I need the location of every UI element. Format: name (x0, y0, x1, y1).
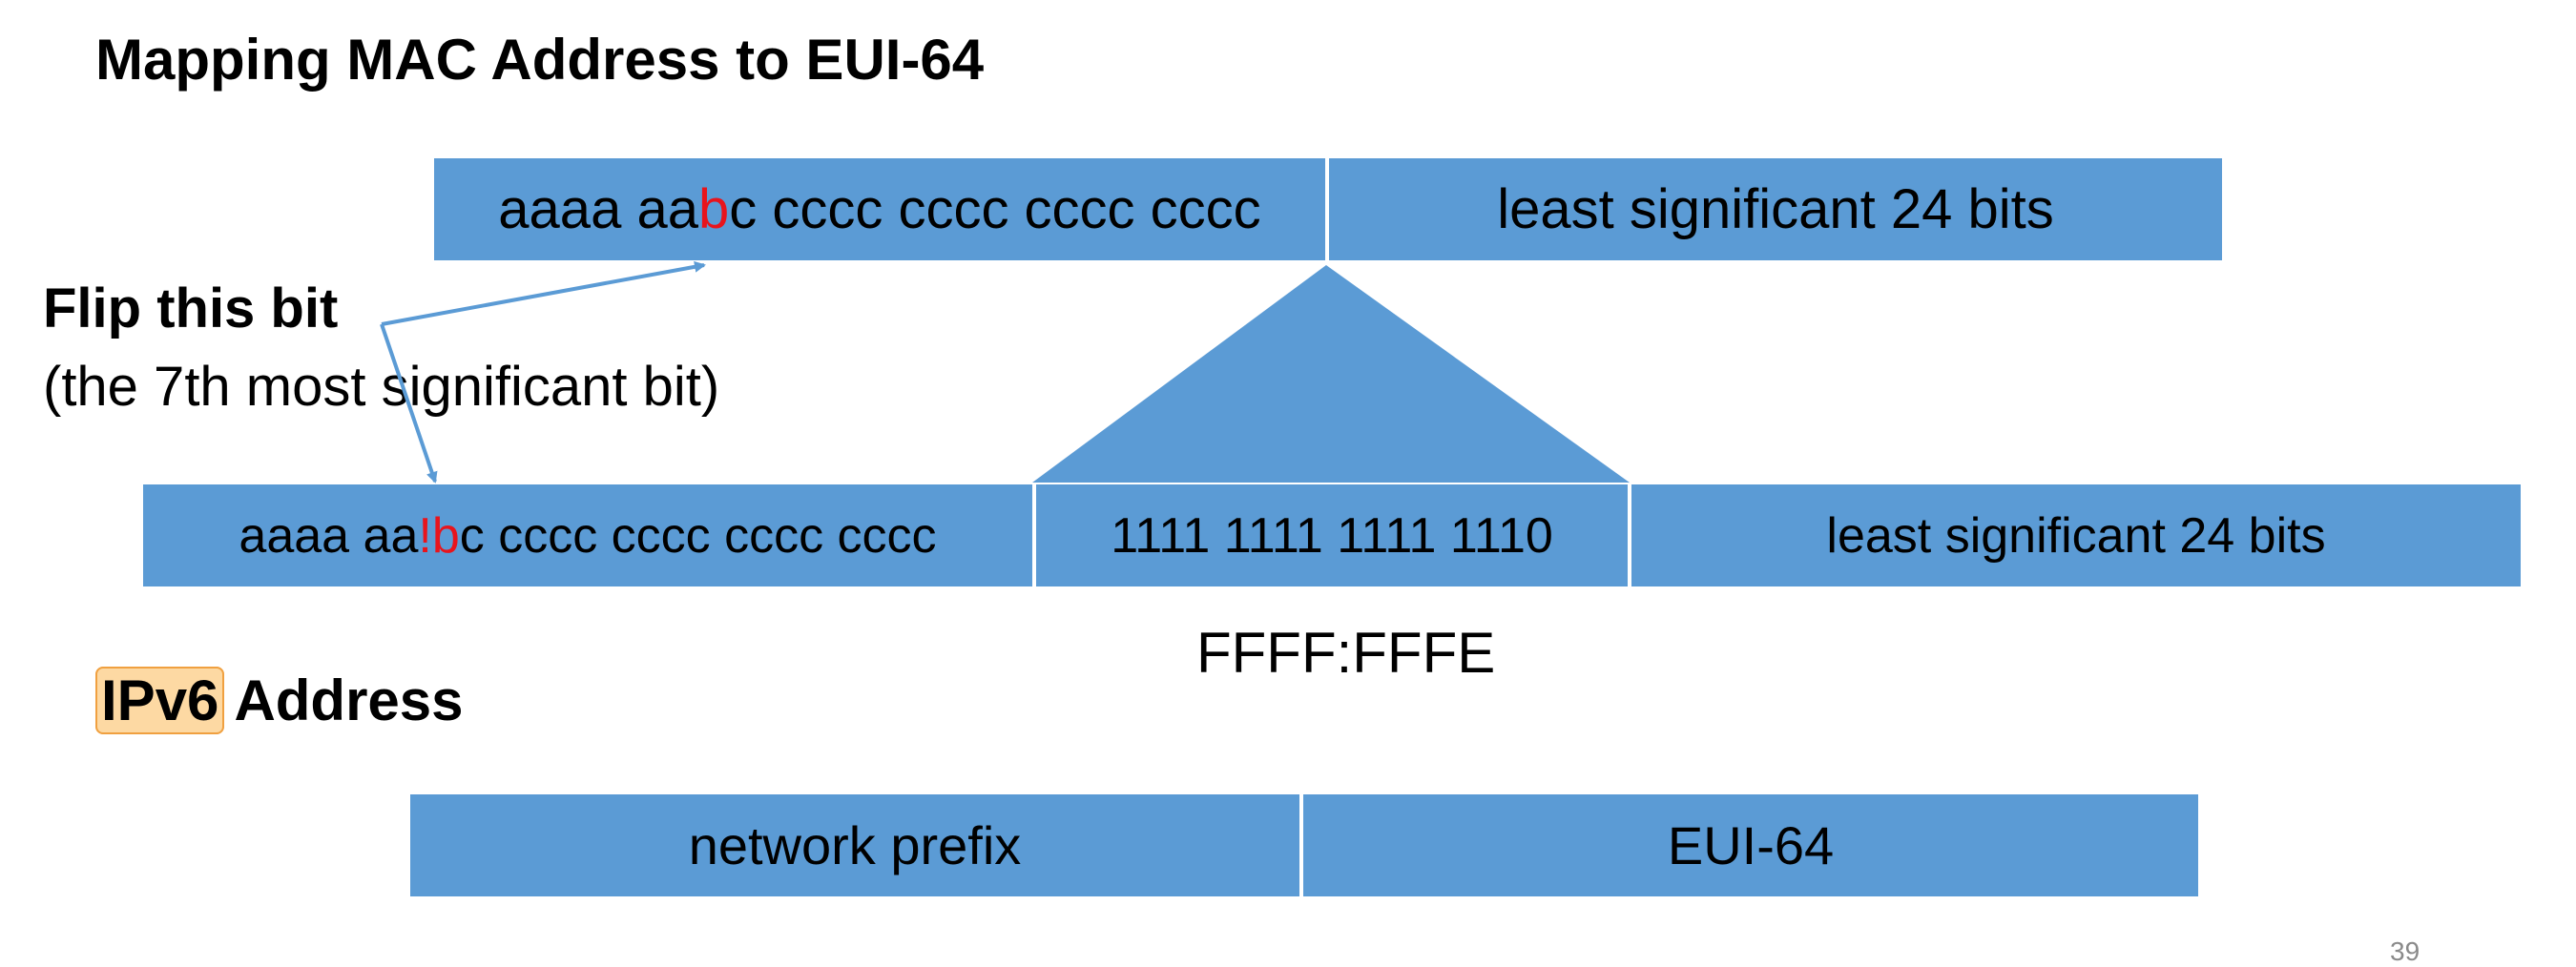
eui-fffe-box: 1111 1111 1111 1110 (1036, 484, 1628, 586)
eui-flipped-bit: !b (418, 507, 460, 564)
flip-arrow-to-eui-bit (380, 323, 438, 484)
expansion-triangle (1032, 265, 1630, 483)
eui64-box: EUI-64 (1303, 794, 2198, 896)
mac-upper-suffix: c cccc cccc cccc cccc (729, 178, 1261, 240)
eui-fffe-bits: 1111 1111 1111 1110 (1111, 507, 1553, 564)
eui64-label: EUI-64 (1667, 815, 1835, 875)
network-prefix-label: network prefix (688, 815, 1022, 875)
page-number: 39 (2390, 936, 2420, 966)
slide-title: Mapping MAC Address to EUI-64 (95, 28, 985, 92)
mac-upper-prefix: aaaa aa (498, 178, 698, 240)
eui-lower-label: least significant 24 bits (1826, 507, 2326, 564)
network-prefix-box: network prefix (410, 794, 1299, 896)
eui-upper-prefix: aaaa aa (239, 507, 419, 564)
flip-arrow-to-mac-bit (381, 260, 706, 326)
eui-upper-suffix: c cccc cccc cccc cccc (459, 507, 937, 564)
mac-bit-7: b (697, 178, 730, 240)
mac-lower-label: least significant 24 bits (1497, 178, 2054, 240)
fffe-hex-label: FFFF:FFFE (1196, 621, 1496, 685)
eui-lower-24-bits-box: least significant 24 bits (1631, 484, 2521, 586)
flip-bit-detail: (the 7th most significant bit) (43, 356, 720, 418)
flip-bit-heading: Flip this bit (43, 278, 339, 339)
ipv6-heading-rest: Address (234, 669, 464, 732)
mac-lower-24-bits-box: least significant 24 bits (1329, 158, 2222, 260)
ipv6-highlight: IPv6 (95, 667, 225, 734)
